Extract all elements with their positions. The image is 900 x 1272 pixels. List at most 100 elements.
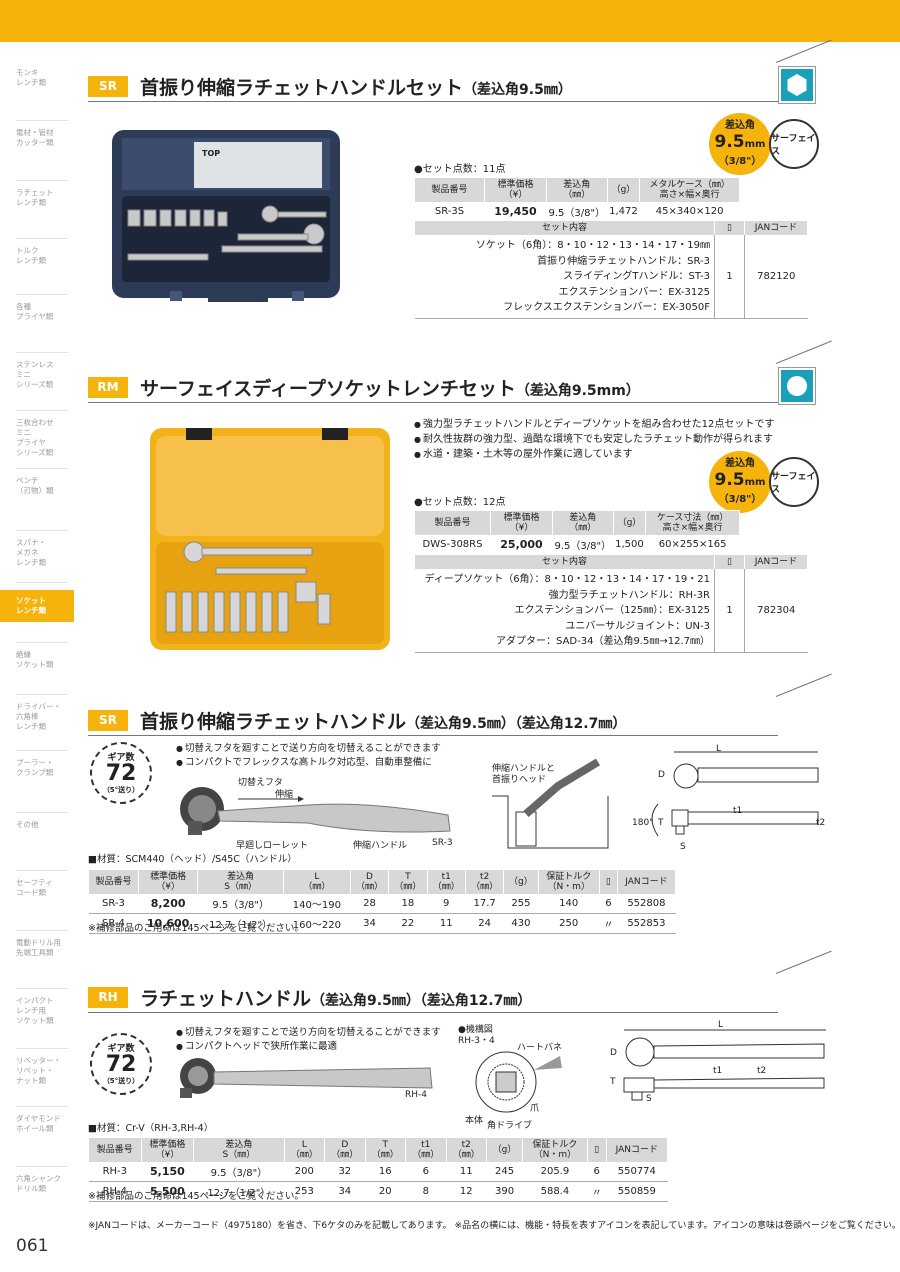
- surface-icon: サーフェイス: [769, 119, 819, 169]
- hex-socket-icon: [778, 66, 816, 104]
- table-cell: 253: [284, 1181, 325, 1202]
- twelve-point-socket-icon: [778, 367, 816, 405]
- table-cell: 28: [350, 894, 389, 914]
- sidebar-item[interactable]: 六角シャンク ドリル類: [16, 1174, 61, 1193]
- table-cell: 552808: [617, 894, 676, 914]
- qty-icon: ▯: [714, 554, 745, 569]
- sidebar-item[interactable]: ドライバー・ 六角棒 レンチ類: [16, 702, 61, 731]
- sidebar-item[interactable]: 三枚合わせ ミニ プライヤ シリーズ類: [16, 418, 54, 457]
- table-cell: 550774: [606, 1162, 668, 1182]
- sidebar-item[interactable]: モンキ レンチ類: [16, 68, 46, 87]
- list-item: 切替えフタを廻すことで送り方向を切替えることができます: [176, 742, 441, 756]
- column-header: 標準価格 （¥）: [137, 869, 199, 894]
- sidebar-item[interactable]: 各種 プライヤ類: [16, 302, 54, 321]
- section-dws308rs-header: RM サーフェイスディープソケットレンチセット（差込角9.5mm）: [88, 340, 888, 405]
- table-cell: 34: [324, 1181, 366, 1202]
- table-cell: 〃: [599, 913, 618, 934]
- weight-icon: （g）: [606, 177, 641, 202]
- dws308rs-feature-list: 強力型ラチェットハンドルとディープソケットを組み合わせた12点セットです耐久性抜…: [414, 417, 774, 462]
- sidebar-item[interactable]: ソケット レンチ類: [0, 590, 74, 622]
- sidebar-item[interactable]: ペンチ （刃物）類: [16, 476, 54, 495]
- sr3-photo: [180, 787, 451, 835]
- sidebar-item[interactable]: セーフティ コード類: [16, 878, 53, 897]
- material-note: ■材質：Cr-V（RH-3,RH-4）: [88, 1123, 214, 1134]
- material-note: ■材質：SCM440（ヘッド）/S45C（ハンドル）: [88, 854, 297, 865]
- section-tag: SR: [88, 76, 128, 97]
- table-cell: 8,200: [138, 894, 198, 914]
- sidebar-item[interactable]: リベッター・ リベット・ ナット類: [16, 1056, 61, 1085]
- sidebar-item[interactable]: プーラー・ クランプ類: [16, 758, 54, 777]
- table-cell: 9.5（3/8"）: [197, 894, 284, 914]
- table-cell: 200: [284, 1162, 325, 1182]
- column-header: t1 （㎜）: [426, 869, 466, 894]
- table-cell: 32: [324, 1162, 366, 1182]
- table-cell: 12.7（1/2"）: [193, 1181, 285, 1202]
- column-header: 保証トルク （N・m）: [522, 1137, 588, 1162]
- table-cell: 22: [388, 913, 428, 934]
- section-tag: RM: [88, 377, 128, 398]
- sidebar-item[interactable]: 絶縁 ソケット類: [16, 650, 54, 669]
- table-cell: 430: [503, 913, 538, 934]
- table-cell: 12.7（1/2"）: [197, 913, 284, 934]
- sidebar-item[interactable]: スパナ・ メガネ レンチ類: [16, 538, 46, 567]
- sidebar-item[interactable]: ラチェット レンチ類: [16, 188, 54, 207]
- section-title: 首振り伸縮ラチェットハンドルセット（差込角9.5㎜）: [140, 77, 572, 99]
- sidebar-item[interactable]: 電材・管材 カッター類: [16, 128, 54, 147]
- case-brand-label: TOP: [202, 149, 220, 158]
- sidebar-item[interactable]: その他: [16, 820, 39, 829]
- list-item: ユニバーサルジョイント：UN-3: [565, 620, 710, 632]
- sidebar-item[interactable]: ダイヤモンド ホイール類: [16, 1114, 61, 1133]
- table-cell: 8: [405, 1181, 447, 1202]
- sidebar-item[interactable]: インパクト レンチ用 ソケット類: [16, 996, 54, 1025]
- dws308rs-case-photo: [150, 428, 390, 650]
- column-header: （g）: [485, 1137, 524, 1162]
- sidebar-item[interactable]: ステンレス ミニ シリーズ類: [16, 360, 54, 389]
- table-cell: SR-3: [88, 894, 139, 914]
- list-item: コンパクトヘッドで狭所作業に最適: [176, 1040, 441, 1054]
- parts-note: ※補修部品のご用命は145ページをご覧ください。: [88, 1191, 304, 1202]
- sidebar-item[interactable]: トルク レンチ類: [16, 246, 46, 265]
- sr-spec-table: 製品番号標準価格 （¥）差込角 S（㎜）L （㎜）D （㎜）T （㎜）t1 （㎜…: [88, 869, 677, 934]
- list-item: フレックスエクステンションバー：EX-3050F: [503, 302, 710, 313]
- sr3-feature-list: 切替えフタを廻すことで送り方向を切替えることができますコンパクトでフレックスな高…: [176, 742, 441, 770]
- table-cell: RH-3: [88, 1162, 142, 1182]
- table-cell: 〃: [587, 1181, 607, 1202]
- column-header: D （㎜）: [349, 869, 390, 894]
- table-cell: 140: [538, 894, 600, 914]
- section-tag: RH: [88, 987, 128, 1008]
- table-cell: 6: [405, 1162, 447, 1182]
- set-count: ●セット点数：11点: [414, 164, 506, 175]
- table-cell: 140〜190: [283, 894, 351, 914]
- top-color-bar: [0, 0, 900, 42]
- section-rh-header: RH ラチェットハンドル（差込角9.5㎜）（差込角12.7㎜）: [88, 950, 888, 1013]
- list-item: アダプター：SAD-34（差込角9.5㎜→12.7㎜）: [496, 636, 710, 647]
- list-item: 切替えフタを廻すことで送り方向を切替えることができます: [176, 1026, 441, 1040]
- rh-dimension-drawing: [623, 1029, 826, 1101]
- column-header: T （㎜）: [364, 1137, 407, 1162]
- rh-mechanism-diagram: [475, 1051, 562, 1113]
- table-cell: 9: [427, 894, 466, 914]
- table-cell: 588.4: [522, 1181, 588, 1202]
- list-item: スライディングTハンドル：ST-3: [563, 271, 710, 282]
- sidebar-item[interactable]: 電動ドリル用 先端工具類: [16, 938, 61, 957]
- column-header: JANコード: [605, 1137, 669, 1162]
- table-cell: 12: [446, 1181, 487, 1202]
- dws308rs-spec-table: 製品番号標準価格 （¥）差込角 （㎜）（g）ケース寸法（㎜） 高さ×幅×奥行 D…: [414, 510, 740, 555]
- section-title: 首振り伸縮ラチェットハンドル（差込角9.5㎜）（差込角12.7㎜）: [140, 711, 627, 733]
- sr3s-contents-table: セット内容▯JANコード ソケット（6角）：8・10・12・13・14・17・1…: [414, 220, 808, 319]
- table-cell: 250: [538, 913, 600, 934]
- page-number: 061: [16, 1236, 49, 1256]
- column-header: （g）: [503, 869, 539, 894]
- table-cell: 205.9: [522, 1162, 588, 1182]
- list-item: コンパクトでフレックスな高トルク対応型、自動車整備に: [176, 756, 441, 770]
- table-cell: 16: [365, 1162, 406, 1182]
- column-header: 保証トルク （N・m）: [537, 869, 600, 894]
